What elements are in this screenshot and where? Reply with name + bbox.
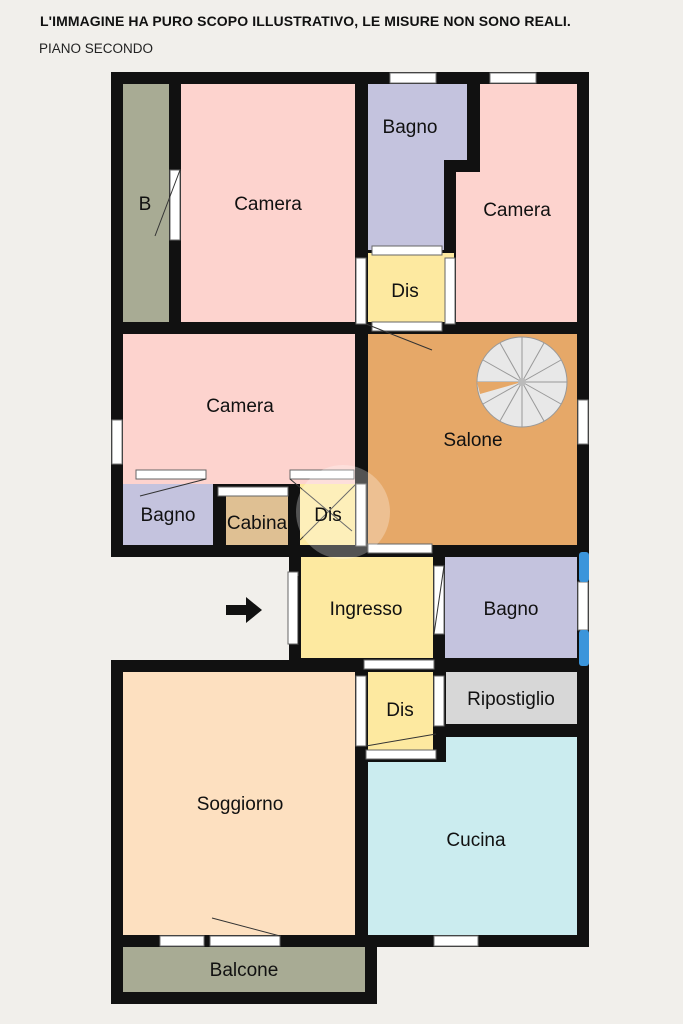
label-camera-2: Camera bbox=[483, 200, 551, 221]
room-ingresso bbox=[301, 557, 433, 658]
label-dis-1: Dis bbox=[391, 281, 418, 302]
room-camera-1 bbox=[181, 84, 355, 322]
room-cucina bbox=[368, 737, 577, 935]
label-bagno-1: Bagno bbox=[383, 117, 438, 138]
label-bagno-3: Bagno bbox=[484, 599, 539, 620]
room-bagno-1 bbox=[368, 84, 467, 250]
room-ripostiglio bbox=[446, 672, 577, 724]
label-cabina: Cabina bbox=[227, 513, 288, 534]
room-bagno-3 bbox=[445, 557, 577, 658]
label-camera-3: Camera bbox=[206, 396, 274, 417]
label-camera-1: Camera bbox=[234, 194, 302, 215]
room-bagno-2 bbox=[123, 484, 213, 545]
label-cucina: Cucina bbox=[446, 830, 506, 851]
room-camera-2 bbox=[456, 84, 577, 322]
door-swings bbox=[139, 169, 445, 937]
windows bbox=[111, 72, 589, 947]
label-ripostiglio: Ripostiglio bbox=[467, 689, 555, 710]
room-cabina bbox=[226, 496, 288, 545]
highlight-circle bbox=[296, 465, 390, 559]
room-balcone bbox=[123, 947, 365, 992]
floor-label: PIANO SECONDO bbox=[39, 41, 154, 56]
room-soggiorno bbox=[123, 672, 355, 935]
room-camera-3 bbox=[123, 334, 355, 472]
disclaimer: L'IMMAGINE HA PURO SCOPO ILLUSTRATIVO, L… bbox=[40, 13, 571, 29]
room-dis-1 bbox=[368, 253, 454, 322]
label-soggiorno: Soggiorno bbox=[197, 794, 284, 815]
room-b bbox=[123, 84, 169, 322]
window-blue-frames bbox=[579, 552, 589, 666]
label-bagno-2: Bagno bbox=[141, 505, 196, 526]
label-salone: Salone bbox=[443, 430, 502, 451]
label-balcone: Balcone bbox=[210, 960, 279, 981]
label-dis-3: Dis bbox=[386, 700, 413, 721]
spiral-staircase-icon bbox=[476, 336, 568, 428]
entrance-arrow-icon bbox=[226, 597, 262, 623]
label-dis-2: Dis bbox=[314, 505, 341, 526]
label-ingresso: Ingresso bbox=[330, 599, 403, 620]
label-b: B bbox=[139, 194, 152, 215]
